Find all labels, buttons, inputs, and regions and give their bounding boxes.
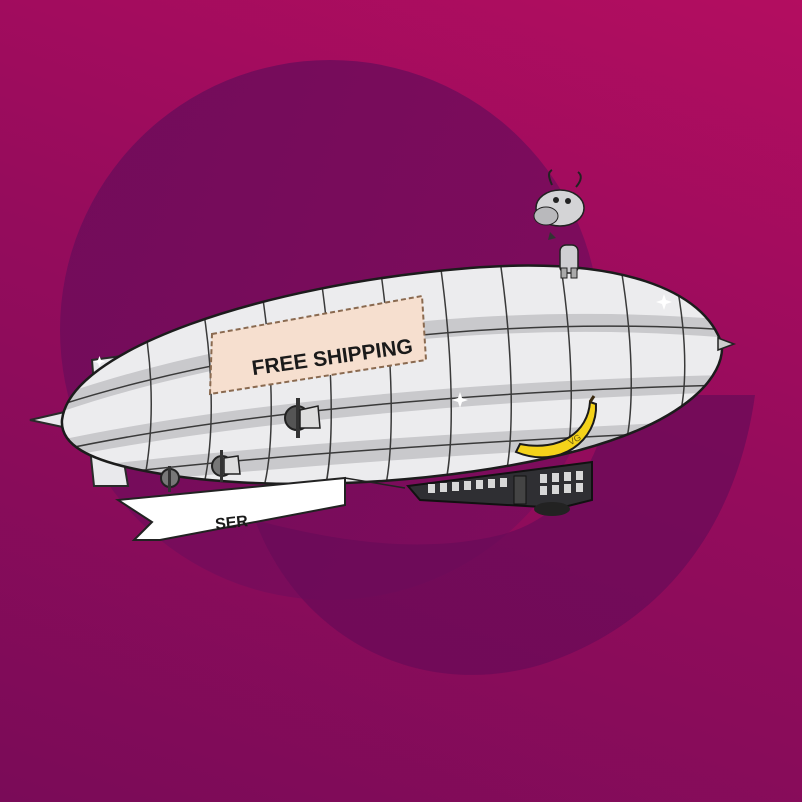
banner-label: SER [214,513,249,533]
tow-banner: SER [115,476,406,541]
sparkle-icon [94,294,672,408]
propeller-icon [211,450,241,482]
propeller-icon [160,466,180,492]
blimp-hull [60,264,737,486]
cow-icon [533,169,585,279]
propeller-icon [284,398,321,438]
gondola [406,460,593,516]
banana-icon: VG [514,395,598,459]
